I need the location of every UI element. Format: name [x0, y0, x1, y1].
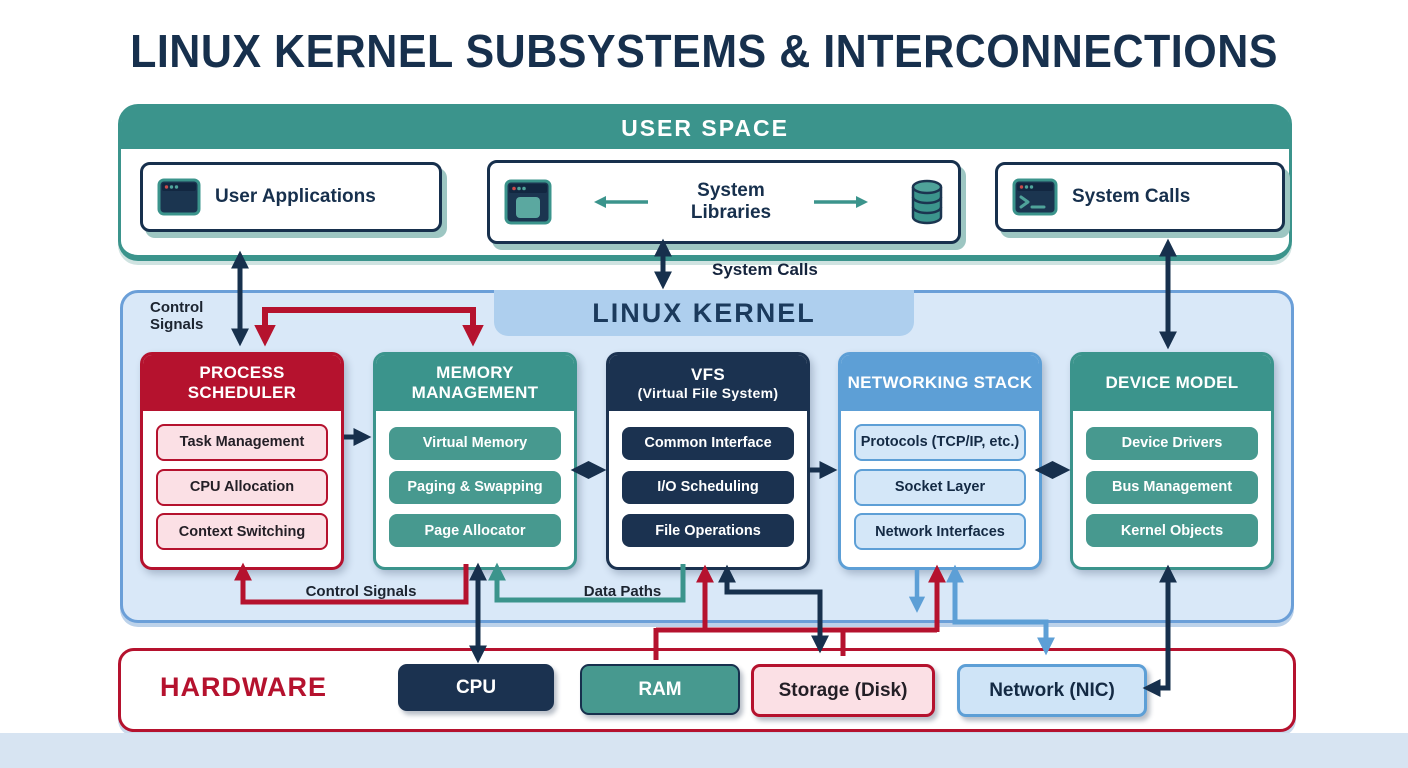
networking-stack-column: NETWORKING STACK Protocols (TCP/IP, etc.…: [838, 352, 1042, 570]
device-item: Bus Management: [1086, 470, 1258, 504]
vfs-subtitle: (Virtual File System): [637, 384, 779, 401]
vfs-item: I/O Scheduling: [622, 470, 794, 504]
memory-item: Paging & Swapping: [389, 470, 561, 504]
bottom-background-strip: [0, 733, 1408, 768]
user-applications-label: User Applications: [215, 186, 376, 207]
system-calls-label: System Calls: [1072, 186, 1191, 207]
data-paths-label: Data Paths: [583, 583, 662, 600]
vfs-body: Common Interface I/O Scheduling File Ope…: [609, 411, 807, 567]
vfs-item: Common Interface: [622, 426, 794, 460]
process-scheduler-column: PROCESS SCHEDULER Task Management CPU Al…: [140, 352, 344, 570]
library-window-icon: [504, 179, 552, 225]
vfs-column: VFS (Virtual File System) Common Interfa…: [606, 352, 810, 570]
device-model-body: Device Drivers Bus Management Kernel Obj…: [1073, 411, 1271, 567]
linux-kernel-banner: LINUX KERNEL: [494, 290, 914, 336]
ram-chip: RAM: [580, 664, 740, 715]
hardware-label: HARDWARE: [160, 672, 327, 702]
memory-management-header: MEMORY MANAGEMENT: [376, 355, 574, 411]
networking-item: Socket Layer: [854, 468, 1026, 506]
user-space-header: USER SPACE: [121, 107, 1289, 149]
left-arrow-icon: [594, 196, 649, 208]
device-item: Kernel Objects: [1086, 514, 1258, 548]
system-calls-card: System Calls: [995, 162, 1285, 232]
networking-item: Protocols (TCP/IP, etc.): [854, 423, 1026, 461]
app-window-icon: [157, 178, 201, 216]
page-title: LINUX KERNEL SUBSYSTEMS & INTERCONNECTIO…: [130, 26, 1278, 78]
memory-item: Page Allocator: [389, 514, 561, 548]
vfs-header: VFS (Virtual File System): [609, 355, 807, 411]
control-signals-bottom-label: Control Signals: [305, 583, 417, 600]
cpu-chip: CPU: [398, 664, 554, 711]
networking-stack-body: Protocols (TCP/IP, etc.) Socket Layer Ne…: [841, 411, 1039, 567]
control-signals-top-label: Control Signals: [150, 299, 204, 334]
vfs-item: File Operations: [622, 514, 794, 548]
memory-management-column: MEMORY MANAGEMENT Virtual Memory Paging …: [373, 352, 577, 570]
device-model-column: DEVICE MODEL Device Drivers Bus Manageme…: [1070, 352, 1274, 570]
right-arrow-icon: [813, 196, 868, 208]
device-item: Device Drivers: [1086, 426, 1258, 460]
system-libraries-card: System Libraries: [487, 160, 961, 244]
scheduler-item: Context Switching: [156, 513, 328, 551]
process-scheduler-body: Task Management CPU Allocation Context S…: [143, 411, 341, 567]
terminal-icon: [1012, 178, 1058, 216]
user-applications-card: User Applications: [140, 162, 442, 232]
database-icon: [911, 179, 943, 225]
networking-item: Network Interfaces: [854, 513, 1026, 551]
memory-item: Virtual Memory: [389, 426, 561, 460]
storage-disk-chip: Storage (Disk): [751, 664, 935, 717]
device-model-header: DEVICE MODEL: [1073, 355, 1271, 411]
scheduler-item: CPU Allocation: [156, 468, 328, 506]
system-libraries-label: System Libraries: [690, 180, 772, 223]
networking-stack-header: NETWORKING STACK: [841, 355, 1039, 411]
system-calls-arrow-label: System Calls: [712, 260, 818, 279]
memory-management-body: Virtual Memory Paging & Swapping Page Al…: [376, 411, 574, 567]
process-scheduler-header: PROCESS SCHEDULER: [143, 355, 341, 411]
scheduler-item: Task Management: [156, 423, 328, 461]
network-nic-chip: Network (NIC): [957, 664, 1147, 717]
